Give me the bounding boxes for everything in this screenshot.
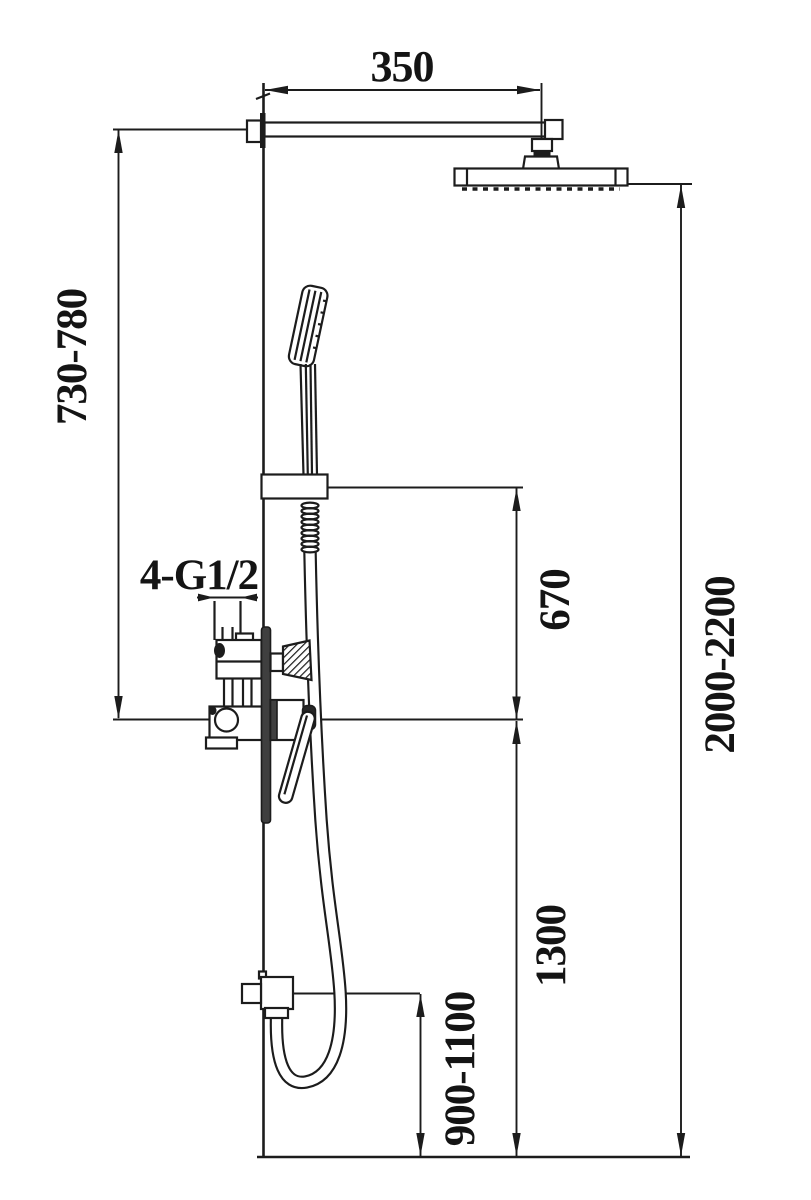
- arrowhead: [114, 130, 123, 153]
- rain-shower-head: [453, 137, 629, 191]
- arrowhead: [512, 1133, 521, 1156]
- hose-core: [271, 551, 346, 1087]
- dimension-1300: [512, 721, 521, 1156]
- head-plate: [453, 167, 629, 187]
- arrowhead: [416, 994, 425, 1017]
- arm-tube: [263, 121, 547, 138]
- arrowhead: [676, 185, 686, 208]
- dimension-350: [265, 85, 540, 95]
- handle-lever: [277, 710, 316, 804]
- wall-top-tick: [255, 92, 271, 101]
- mixer-valve-body: [204, 601, 264, 750]
- arrowhead: [676, 1133, 686, 1156]
- arrowhead: [416, 1133, 425, 1156]
- label-valve-to-floor: 1300: [528, 905, 575, 987]
- valve-trim: [260, 626, 317, 824]
- dimension-670: [328, 486, 523, 719]
- head-rib: [305, 291, 323, 363]
- ball-joint: [530, 137, 554, 153]
- trim-box-edge: [269, 699, 278, 741]
- label-arm-height-range: 730-780: [49, 289, 96, 425]
- slide-bracket: [260, 473, 329, 554]
- shower-hose: [269, 551, 348, 1090]
- valve-side-port: [213, 707, 240, 733]
- hand-shower: [287, 284, 329, 476]
- joint-band: [533, 151, 551, 157]
- dimension-900-1100: [293, 992, 425, 1156]
- head-rib: [293, 289, 311, 361]
- handle-edge: [299, 363, 305, 476]
- head-tick: [322, 299, 327, 303]
- hose-nut: [263, 1006, 290, 1020]
- handle-edge: [313, 363, 319, 476]
- handle-line: [304, 363, 309, 476]
- hose-outlet-elbow: [240, 970, 295, 1020]
- arrowhead: [512, 696, 521, 719]
- arm-flange: [245, 119, 263, 144]
- arrowhead: [512, 721, 521, 744]
- port-plug: [208, 706, 217, 715]
- lever-line: [283, 715, 309, 795]
- elbow-body: [259, 975, 295, 1011]
- head-mount: [521, 155, 561, 171]
- valve-foot: [204, 736, 239, 750]
- arrowhead: [114, 696, 123, 719]
- arrowhead: [265, 85, 288, 95]
- arrowhead: [198, 593, 214, 602]
- port-plug: [214, 643, 225, 658]
- hand-shower-handle: [299, 363, 319, 476]
- label-thread-spec: 4-G1/2: [140, 552, 258, 599]
- bracket-body: [260, 473, 329, 500]
- wall-union: [240, 982, 263, 1005]
- head-tick: [315, 334, 320, 338]
- dimension-730-780: [113, 128, 252, 719]
- arrowhead: [512, 488, 521, 511]
- head-rib: [299, 290, 317, 362]
- spring-ring: [300, 545, 320, 554]
- hand-shower-head: [287, 284, 329, 368]
- knob-stem: [269, 652, 285, 673]
- arrowhead: [241, 593, 257, 602]
- arrowhead: [517, 85, 540, 95]
- wall-plate: [260, 113, 266, 148]
- head-tick: [317, 322, 322, 326]
- head-tick: [320, 311, 325, 315]
- arm-end-cap: [543, 118, 564, 141]
- dimension-2000-2200: [628, 183, 692, 1156]
- dimension-g12: [197, 593, 258, 602]
- hose-spring-collar: [300, 501, 320, 554]
- label-bracket-to-valve: 670: [532, 569, 579, 631]
- shower-arm: [245, 83, 564, 148]
- handle-line: [309, 363, 314, 476]
- diverter-knob: [281, 639, 313, 682]
- label-head-height-range: 2000-2200: [697, 576, 744, 753]
- label-outlet-height-range: 900-1100: [437, 992, 484, 1146]
- trim-plate: [260, 626, 272, 824]
- head-tick: [312, 346, 318, 350]
- label-arm-length: 350: [371, 42, 434, 91]
